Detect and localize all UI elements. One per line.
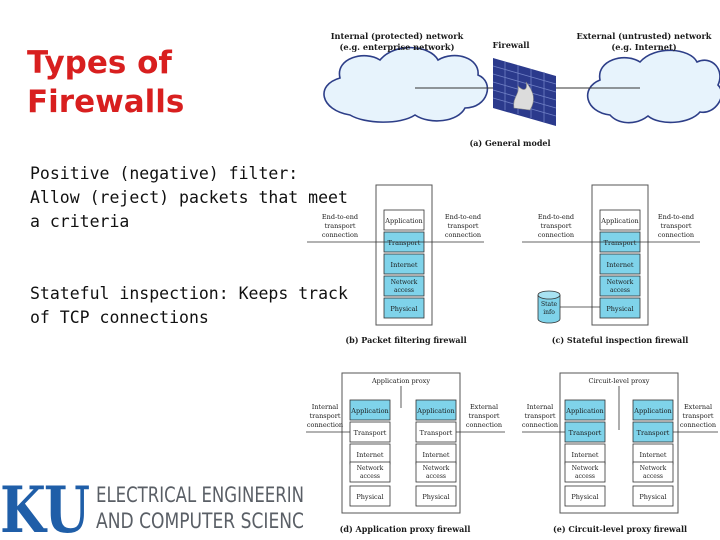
e2e-label-right-2: transport (448, 222, 479, 230)
ku-letters: KU (0, 474, 90, 540)
external-label-2: transport (469, 412, 500, 420)
bullet-positive-filter: Positive (negative) filter: Allow (rejec… (30, 162, 350, 234)
layer-physical: Physical (390, 305, 417, 313)
ku-eecs-logo: KU ELECTRICAL ENGINEERIN AND COMPUTER SC… (0, 474, 304, 540)
layer-internet: Internet (607, 261, 634, 269)
layer-access: access (360, 473, 380, 480)
layer-application: Application (350, 407, 388, 415)
circuit-proxy-label: Circuit-level proxy (589, 377, 650, 385)
e2e-label-right-3: connection (445, 231, 481, 239)
slide-title: Types of Firewalls (27, 44, 297, 122)
title-line-2: Firewalls (27, 83, 297, 122)
internal-cloud (324, 48, 487, 123)
layer-physical: Physical (571, 493, 598, 501)
caption-d: (d) Application proxy firewall (340, 524, 471, 534)
circuit-proxy-diagram: Circuit-level proxy Application Transpor… (522, 373, 718, 534)
internal-label-1: Internal (527, 403, 553, 411)
external-network-example: (e.g. Internet) (611, 42, 676, 52)
external-label-3: connection (466, 421, 502, 429)
layer-network: Network (607, 279, 634, 286)
firewall-wall-icon (493, 58, 556, 126)
layer-internet: Internet (391, 261, 418, 269)
e2e-label-right-1: End-to-end (658, 213, 694, 221)
layer-application: Application (416, 407, 454, 415)
layer-network: Network (391, 279, 418, 286)
layer-internet: Internet (572, 451, 599, 459)
layer-transport: Transport (604, 239, 637, 247)
internal-network-label: Internal (protected) network (331, 31, 464, 41)
layer-physical: Physical (606, 305, 633, 313)
caption-c: (c) Stateful inspection firewall (552, 335, 689, 345)
layer-transport: Transport (569, 429, 602, 437)
e2e-label-right-3: connection (658, 231, 694, 239)
external-label-3: connection (680, 421, 716, 429)
layer-application: Application (384, 217, 422, 225)
e2e-label-left-2: transport (541, 222, 572, 230)
firewall-label: Firewall (492, 40, 529, 50)
internal-network-example: (e.g. enterprise network) (340, 42, 455, 52)
external-cloud (588, 50, 720, 122)
e2e-label-right-1: End-to-end (445, 213, 481, 221)
internal-label-2: transport (310, 412, 341, 420)
e2e-label-left-3: connection (538, 231, 574, 239)
caption-a: (a) General model (469, 138, 550, 148)
layer-physical: Physical (356, 493, 383, 501)
layer-physical: Physical (422, 493, 449, 501)
layer-transport: Transport (637, 429, 670, 437)
logo-line-2: AND COMPUTER SCIENC (96, 509, 304, 533)
internal-label-2: transport (525, 412, 556, 420)
internal-label-3: connection (522, 421, 558, 429)
title-line-1: Types of (27, 44, 297, 83)
external-network-label: External (untrusted) network (577, 31, 712, 41)
layer-access: access (426, 473, 446, 480)
general-model: Internal (protected) network (e.g. enter… (324, 31, 720, 148)
layer-application: Application (565, 407, 603, 415)
external-label-1: External (470, 403, 498, 411)
external-label-2: transport (683, 412, 714, 420)
layer-internet: Internet (640, 451, 667, 459)
layer-access: access (394, 287, 414, 294)
e2e-label-right-2: transport (661, 222, 692, 230)
logo-line-1: ELECTRICAL ENGINEERIN (96, 483, 304, 507)
layer-application: Application (600, 217, 638, 225)
stateful-inspection-diagram: Application Transport Internet Network a… (522, 185, 700, 345)
layer-access: access (643, 473, 663, 480)
layer-application: Application (633, 407, 671, 415)
layer-physical: Physical (639, 493, 666, 501)
layer-network: Network (423, 465, 450, 472)
state-info-database-icon: State info (538, 291, 560, 323)
layer-access: access (575, 473, 595, 480)
layer-transport: Transport (420, 429, 453, 437)
state-label: State (541, 301, 558, 308)
application-proxy-diagram: Application proxy Application Transport … (306, 373, 505, 534)
info-label: info (543, 309, 555, 316)
internal-label-1: Internal (312, 403, 338, 411)
layer-network: Network (640, 465, 667, 472)
bullet-stateful-inspection: Stateful inspection: Keeps track of TCP … (30, 282, 350, 330)
caption-b: (b) Packet filtering firewall (345, 335, 466, 345)
caption-e: (e) Circuit-level proxy firewall (553, 524, 687, 534)
layer-internet: Internet (357, 451, 384, 459)
external-label-1: External (684, 403, 712, 411)
layer-network: Network (357, 465, 384, 472)
application-proxy-label: Application proxy (371, 377, 430, 385)
layer-network: Network (572, 465, 599, 472)
layer-internet: Internet (423, 451, 450, 459)
layer-access: access (610, 287, 630, 294)
internal-label-3: connection (307, 421, 343, 429)
e2e-label-left-1: End-to-end (538, 213, 574, 221)
layer-transport: Transport (388, 239, 421, 247)
layer-transport: Transport (354, 429, 387, 437)
